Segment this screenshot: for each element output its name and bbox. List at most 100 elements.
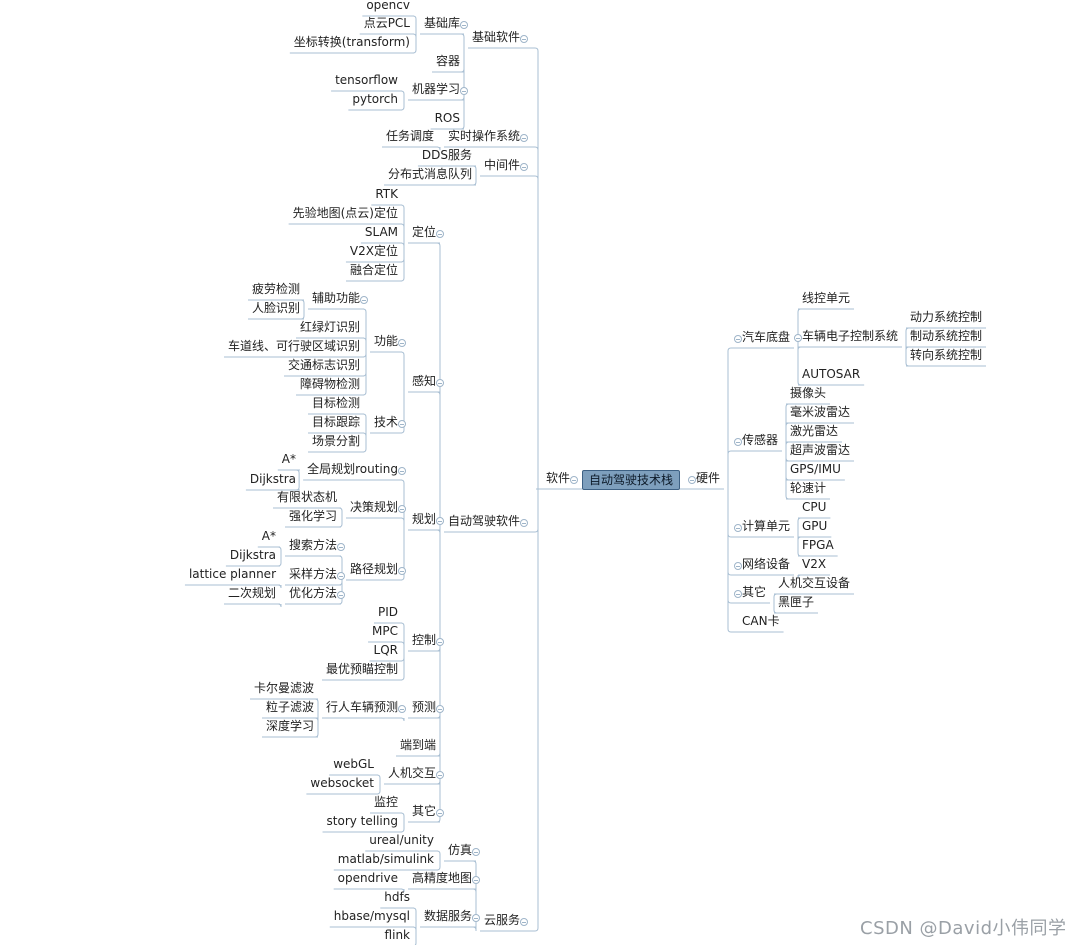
node-label[interactable]: 车辆电子控制系统 <box>802 329 899 343</box>
node-label[interactable]: 传感器 <box>742 433 779 447</box>
collapse-toggle-icon[interactable] <box>436 809 444 817</box>
node-label[interactable]: 交通标志识别 <box>287 358 360 372</box>
node-label[interactable]: 端到端 <box>399 738 436 752</box>
node-label[interactable]: 黑匣子 <box>778 595 815 609</box>
collapse-toggle-icon[interactable] <box>436 379 444 387</box>
node-label[interactable]: 动力系统控制 <box>910 310 983 324</box>
collapse-toggle-icon[interactable] <box>398 567 406 575</box>
node-label[interactable]: 坐标转换(transform) <box>293 35 410 49</box>
node-label[interactable]: Dijkstra <box>229 548 276 562</box>
node-label[interactable]: CAN卡 <box>742 614 780 628</box>
collapse-toggle-icon[interactable] <box>398 339 406 347</box>
node-label[interactable]: 分布式消息队列 <box>387 167 472 181</box>
node-label[interactable]: 转向系统控制 <box>910 348 983 362</box>
collapse-toggle-icon[interactable] <box>520 918 528 926</box>
collapse-toggle-icon[interactable] <box>337 591 345 599</box>
collapse-toggle-icon[interactable] <box>520 163 528 171</box>
collapse-toggle-icon[interactable] <box>337 543 345 551</box>
collapse-toggle-icon[interactable] <box>688 476 696 484</box>
collapse-toggle-icon[interactable] <box>734 562 742 570</box>
collapse-toggle-icon[interactable] <box>436 705 444 713</box>
node-label[interactable]: 行人车辆预测 <box>325 700 398 714</box>
node-label[interactable]: 中间件 <box>483 158 520 172</box>
node-label[interactable]: 超声波雷达 <box>790 443 851 457</box>
node-label[interactable]: PID <box>377 605 398 619</box>
node-label[interactable]: 高精度地图 <box>411 871 472 885</box>
node-label[interactable]: 功能 <box>373 334 398 348</box>
node-label[interactable]: hbase/mysql <box>333 909 410 923</box>
node-label[interactable]: 控制 <box>411 633 436 647</box>
node-label[interactable]: V2X定位 <box>349 244 398 258</box>
node-label[interactable]: SLAM <box>364 225 398 239</box>
collapse-toggle-icon[interactable] <box>360 296 368 304</box>
node-label[interactable]: 制动系统控制 <box>910 329 983 343</box>
node-label[interactable]: 感知 <box>411 374 436 388</box>
collapse-toggle-icon[interactable] <box>436 638 444 646</box>
node-label[interactable]: 先验地图(点云)定位 <box>292 206 398 220</box>
node-label[interactable]: websocket <box>310 776 374 790</box>
node-label[interactable]: 轮速计 <box>790 481 827 495</box>
node-label[interactable]: 路径规划 <box>349 562 398 576</box>
node-label[interactable]: ureal/unity <box>369 833 434 847</box>
node-label[interactable]: 实时操作系统 <box>447 129 520 143</box>
node-label[interactable]: 辅助功能 <box>311 291 360 305</box>
node-label[interactable]: 最优预瞄控制 <box>325 662 398 676</box>
node-label[interactable]: opencv <box>366 0 410 12</box>
root-node[interactable]: 自动驾驶技术栈 <box>582 470 680 490</box>
collapse-toggle-icon[interactable] <box>794 334 802 342</box>
node-label[interactable]: 采样方法 <box>288 567 337 581</box>
collapse-toggle-icon[interactable] <box>520 134 528 142</box>
node-label[interactable]: 障碍物检测 <box>299 377 360 391</box>
node-label[interactable]: 技术 <box>373 415 398 429</box>
collapse-toggle-icon[interactable] <box>398 420 406 428</box>
node-label[interactable]: 网络设备 <box>742 557 791 571</box>
node-label[interactable]: 其它 <box>742 585 767 599</box>
node-label[interactable]: ROS <box>434 111 460 125</box>
node-label[interactable]: 强化学习 <box>288 509 337 523</box>
node-label[interactable]: 全局规划routing <box>307 462 398 476</box>
node-label[interactable]: 车道线、可行驶区域识别 <box>227 339 360 353</box>
node-label[interactable]: webGL <box>333 757 374 771</box>
node-label[interactable]: 目标检测 <box>311 396 360 410</box>
node-label[interactable]: 硬件 <box>696 471 721 485</box>
collapse-toggle-icon[interactable] <box>734 335 742 343</box>
collapse-toggle-icon[interactable] <box>734 524 742 532</box>
node-label[interactable]: GPU <box>802 519 828 533</box>
collapse-toggle-icon[interactable] <box>398 505 406 513</box>
node-label[interactable]: 激光雷达 <box>790 424 839 438</box>
node-label[interactable]: 自动驾驶软件 <box>447 514 520 528</box>
node-label[interactable]: MPC <box>372 624 398 638</box>
node-label[interactable]: 监控 <box>373 795 398 809</box>
collapse-toggle-icon[interactable] <box>520 35 528 43</box>
collapse-toggle-icon[interactable] <box>472 914 480 922</box>
node-label[interactable]: 仿真 <box>447 843 472 857</box>
node-label[interactable]: 目标跟踪 <box>311 415 360 429</box>
collapse-toggle-icon[interactable] <box>520 519 528 527</box>
node-label[interactable]: pytorch <box>352 92 398 106</box>
collapse-toggle-icon[interactable] <box>398 467 406 475</box>
node-label[interactable]: 软件 <box>545 471 570 485</box>
node-label[interactable]: 融合定位 <box>349 263 398 277</box>
node-label[interactable]: 红绿灯识别 <box>299 320 360 334</box>
node-label[interactable]: 数据服务 <box>423 909 472 923</box>
collapse-toggle-icon[interactable] <box>436 230 444 238</box>
node-label[interactable]: 容器 <box>435 54 460 68</box>
node-label[interactable]: 摄像头 <box>790 386 827 400</box>
node-label[interactable]: story telling <box>326 814 398 828</box>
node-label[interactable]: 二次规划 <box>227 586 276 600</box>
node-label[interactable]: FPGA <box>802 538 834 552</box>
node-label[interactable]: hdfs <box>384 890 410 904</box>
node-label[interactable]: GPS/IMU <box>790 462 841 476</box>
node-label[interactable]: flink <box>384 928 410 942</box>
collapse-toggle-icon[interactable] <box>398 705 406 713</box>
node-label[interactable]: 疲劳检测 <box>251 282 300 296</box>
node-label[interactable]: 规划 <box>411 512 436 526</box>
node-label[interactable]: 线控单元 <box>802 291 851 305</box>
node-label[interactable]: 点云PCL <box>363 16 410 30</box>
node-label[interactable]: A* <box>261 529 276 543</box>
node-label[interactable]: 搜索方法 <box>288 538 337 552</box>
collapse-toggle-icon[interactable] <box>337 572 345 580</box>
collapse-toggle-icon[interactable] <box>460 87 468 95</box>
node-label[interactable]: 任务调度 <box>385 129 434 143</box>
node-label[interactable]: 深度学习 <box>265 719 314 733</box>
